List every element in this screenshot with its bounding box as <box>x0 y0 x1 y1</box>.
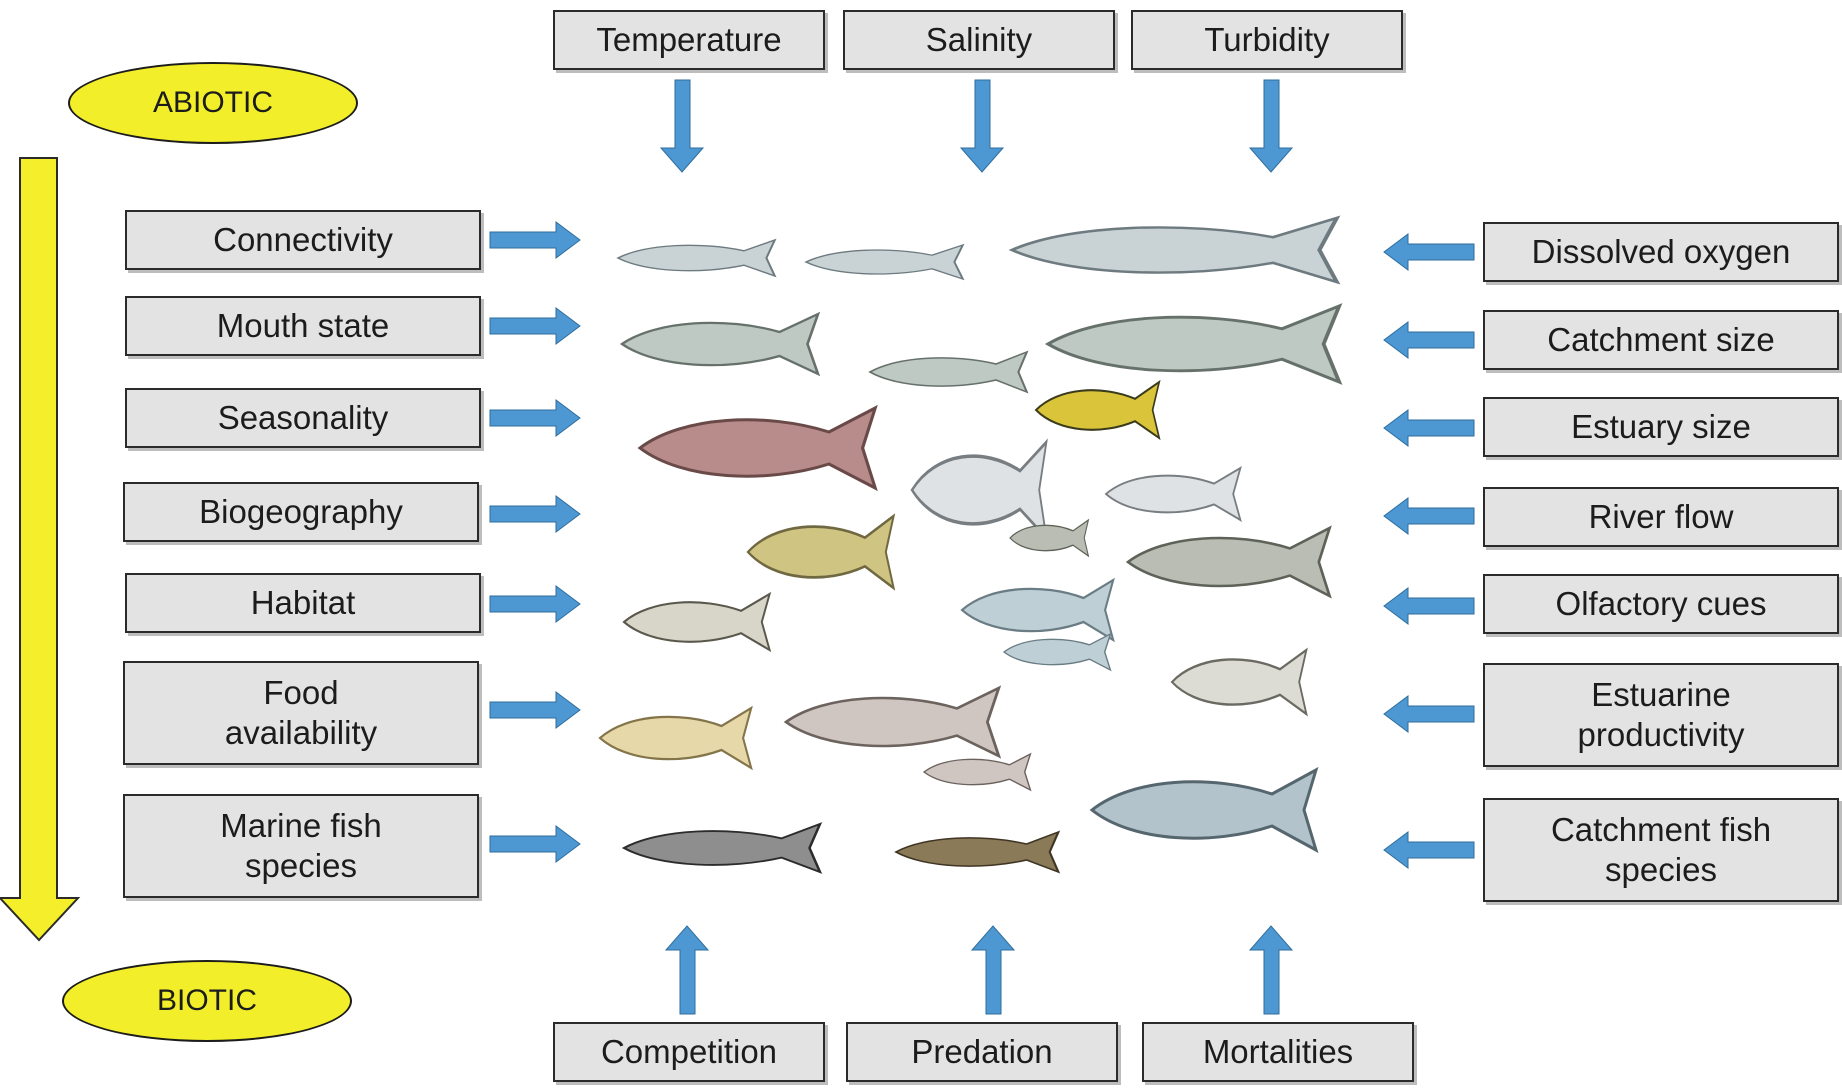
factor-box-temperature: Temperature <box>553 10 825 70</box>
fish-icon <box>622 822 822 874</box>
abiotic-ellipse: ABIOTIC <box>68 62 358 144</box>
factor-box-mortalities: Mortalities <box>1142 1022 1414 1082</box>
fish-icon <box>622 592 771 652</box>
fish-icon <box>894 830 1060 874</box>
factor-label: Competition <box>600 1033 778 1070</box>
factor-box-connectivity: Connectivity <box>125 210 481 270</box>
right-arrow-food-availability <box>489 691 581 729</box>
factor-label: Estuarine productivity <box>1577 676 1745 753</box>
left-arrow-dissolved-oxygen <box>1383 233 1475 271</box>
factor-box-estuary-size: Estuary size <box>1483 397 1839 457</box>
factor-label: Predation <box>911 1033 1053 1070</box>
factor-label: River flow <box>1588 498 1734 535</box>
factor-box-predation: Predation <box>846 1022 1118 1082</box>
factor-label: Mortalities <box>1202 1033 1354 1070</box>
factor-label: Connectivity <box>213 221 393 258</box>
factor-box-food-availability: Food availability <box>123 661 479 765</box>
factor-label: Biogeography <box>199 493 403 530</box>
factor-label: Turbidity <box>1204 21 1330 58</box>
fish-icon <box>1170 648 1308 716</box>
factor-box-habitat: Habitat <box>125 573 481 633</box>
factor-label: Estuary size <box>1571 408 1751 445</box>
factor-box-salinity: Salinity <box>843 10 1115 70</box>
factor-box-biogeography: Biogeography <box>123 482 479 542</box>
fish-icon <box>598 706 753 770</box>
factor-label: Mouth state <box>216 307 390 344</box>
fish-icon <box>960 578 1115 671</box>
left-arrow-catchment-size <box>1383 321 1475 359</box>
up-arrow-mortalities <box>1248 925 1294 1015</box>
factor-label: Catchment fish species <box>1550 811 1772 888</box>
factor-box-olfactory-cues: Olfactory cues <box>1483 574 1839 634</box>
right-arrow-habitat <box>489 585 581 623</box>
factor-box-catchment-fish-species: Catchment fish species <box>1483 798 1839 902</box>
factor-box-competition: Competition <box>553 1022 825 1082</box>
factor-label: Habitat <box>250 584 356 621</box>
right-arrow-connectivity <box>489 221 581 259</box>
factor-label: Catchment size <box>1547 321 1775 358</box>
factor-label: Olfactory cues <box>1555 585 1767 622</box>
fish-icon <box>784 686 1032 791</box>
abiotic-label: ABIOTIC <box>152 86 273 119</box>
factor-label: Dissolved oxygen <box>1531 233 1791 270</box>
factor-label: Temperature <box>596 21 782 58</box>
up-arrow-competition <box>664 925 710 1015</box>
factor-box-estuarine-productivity: Estuarine productivity <box>1483 663 1839 767</box>
biotic-label: BIOTIC <box>156 984 257 1017</box>
fish-icon <box>638 406 877 490</box>
fish-icon <box>1090 768 1318 852</box>
down-arrow-salinity <box>959 79 1005 173</box>
fish-icon <box>910 440 1242 540</box>
fish-icon <box>746 514 895 590</box>
down-arrow-temperature <box>659 79 705 173</box>
biotic-ellipse: BIOTIC <box>62 960 352 1042</box>
factor-box-river-flow: River flow <box>1483 487 1839 547</box>
up-arrow-predation <box>970 925 1016 1015</box>
factor-box-marine-fish-species: Marine fish species <box>123 794 479 898</box>
factor-box-seasonality: Seasonality <box>125 388 481 448</box>
fish-icon <box>620 304 1342 394</box>
factor-label: Seasonality <box>217 399 389 436</box>
factor-box-catchment-size: Catchment size <box>1483 310 1839 370</box>
factor-box-turbidity: Turbidity <box>1131 10 1403 70</box>
down-arrow-turbidity <box>1248 79 1294 173</box>
right-arrow-seasonality <box>489 399 581 437</box>
left-arrow-olfactory-cues <box>1383 587 1475 625</box>
factor-label: Salinity <box>925 21 1033 58</box>
right-arrow-mouth-state <box>489 307 581 345</box>
fish-icon <box>616 218 1337 282</box>
factor-label: Food availability <box>224 674 378 751</box>
factor-label: Marine fish species <box>220 807 382 884</box>
left-arrow-river-flow <box>1383 497 1475 535</box>
factor-box-mouth-state: Mouth state <box>125 296 481 356</box>
left-arrow-estuarine-productivity <box>1383 695 1475 733</box>
fish-icon <box>1009 519 1331 598</box>
left-arrow-estuary-size <box>1383 409 1475 447</box>
factor-box-dissolved-oxygen: Dissolved oxygen <box>1483 222 1839 282</box>
right-arrow-biogeography <box>489 495 581 533</box>
fish-icon <box>1034 380 1161 440</box>
right-arrow-marine-fish-species <box>489 825 581 863</box>
left-arrow-catchment-fish-species <box>1383 831 1475 869</box>
